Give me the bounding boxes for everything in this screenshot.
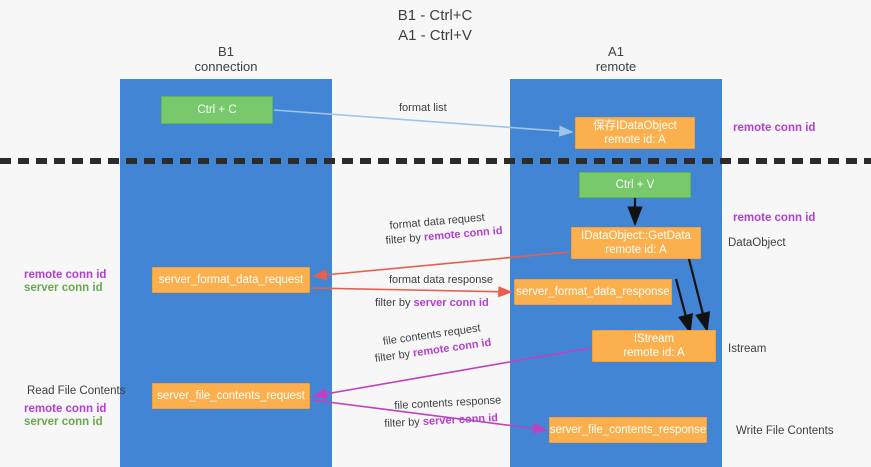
edge-label-format-data-response: format data response [389, 274, 493, 286]
annotation-remote-conn-id-top: remote conn id [733, 122, 816, 134]
annotation-left-remote-conn-id-mid: remote conn id [24, 269, 107, 281]
annotation-left-server-conn-id-bottom: server conn id [24, 416, 103, 428]
arrow-format-data-response [311, 286, 513, 298]
annotation-left-server-conn-id-mid: server conn id [24, 282, 103, 294]
filter-keyword: server conn id [413, 297, 489, 309]
filter-prefix: filter by [375, 297, 414, 309]
annotation-write-file-contents: Write File Contents [736, 425, 834, 437]
node-idataobject-getdata[interactable]: IDataObject::GetData remote id: A [571, 227, 701, 259]
node-server-file-contents-response[interactable]: server_file_contents_response [549, 417, 707, 443]
edge-label-file-contents-response-filter: filter by server conn id [384, 411, 498, 431]
lane-header-b1: B1 connection [194, 44, 258, 74]
node-server-format-data-request[interactable]: server_format_data_request [152, 267, 310, 293]
filter-prefix: filter by [384, 415, 424, 430]
edge-label-file-contents-response: file contents response [394, 394, 502, 412]
node-ctrl-v[interactable]: Ctrl + V [579, 172, 691, 198]
annotation-dataobject: DataObject [728, 237, 786, 249]
annotation-remote-conn-id-mid: remote conn id [733, 212, 816, 224]
lane-header-a1: A1 remote [595, 44, 637, 74]
filter-prefix: filter by [374, 347, 414, 365]
annotation-left-remote-conn-id-bottom: remote conn id [24, 403, 107, 415]
node-ctrl-c[interactable]: Ctrl + C [161, 96, 273, 124]
filter-prefix: filter by [385, 231, 425, 247]
page-title: B1 - Ctrl+C A1 - Ctrl+V [397, 7, 473, 44]
annotation-read-file-contents: Read File Contents [27, 385, 126, 397]
annotation-istream: Istream [728, 343, 767, 355]
edge-label-format-list: format list [399, 102, 447, 114]
filter-keyword: server conn id [422, 412, 499, 428]
node-istream[interactable]: IStream remote id: A [592, 330, 716, 362]
node-server-file-contents-request[interactable]: server_file_contents_request [152, 383, 310, 409]
node-save-idataobject[interactable]: 保存IDataObject remote id: A [575, 117, 695, 149]
edge-label-format-data-response-filter: filter by server conn id [375, 296, 489, 310]
node-server-format-data-response[interactable]: server_format_data_response [514, 279, 672, 305]
